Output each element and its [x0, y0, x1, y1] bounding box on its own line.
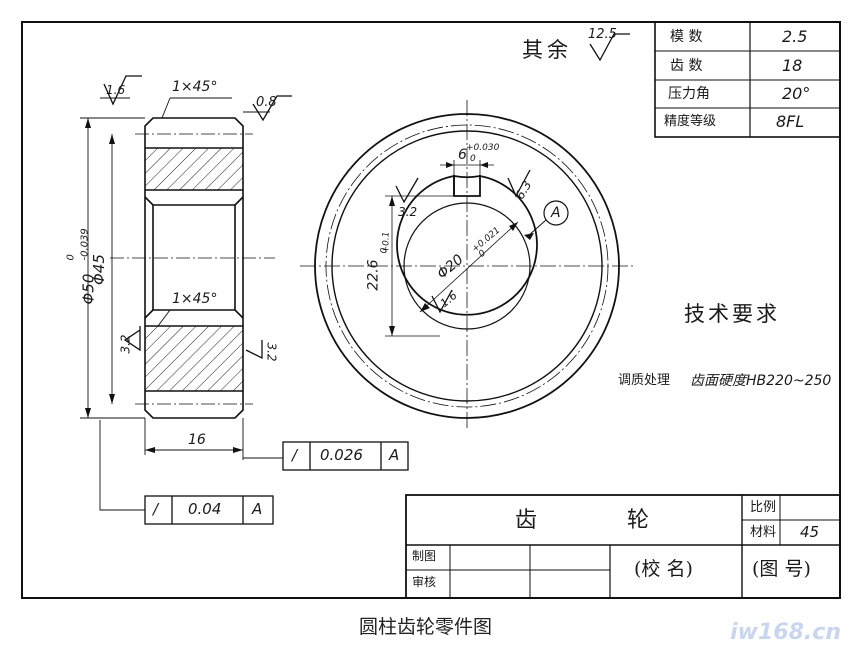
runout-frame-2-lines — [144, 495, 274, 525]
param-value-module: 2.5 — [782, 27, 808, 46]
keyway-tol-lower: 0 — [470, 154, 476, 164]
roughness-right-bottom: 3.2 — [264, 342, 279, 362]
param-label-accuracy: 精度等级 — [664, 114, 717, 129]
key-depth: 22.6 — [365, 259, 382, 291]
runout1-datum: A — [389, 446, 400, 464]
roughness-note-prefix: 其余 — [522, 38, 572, 62]
runout2-value: 0.04 — [188, 500, 222, 518]
part-name-char1: 齿 — [515, 508, 538, 533]
material-label: 材料 — [750, 525, 777, 540]
part-name-char2: 轮 — [627, 508, 650, 533]
key-depth-tol-lower: 0 — [379, 247, 390, 254]
roughness-symbols-section — [103, 75, 292, 360]
roughness-right-top: 0.8 — [256, 95, 277, 110]
school-name: (校 名) — [634, 558, 693, 580]
tech-req-title: 技术要求 — [684, 302, 780, 326]
outer-diameter-tol-upper: 0 — [65, 254, 77, 261]
front-arrows — [389, 162, 534, 336]
chamfer-top-label: 1×45° — [172, 79, 218, 95]
checked-by-label: 审核 — [412, 575, 437, 589]
param-value-pressure-angle: 20° — [782, 84, 811, 103]
figure-caption: 圆柱齿轮零件图 — [358, 616, 492, 638]
param-value-teeth: 18 — [782, 56, 803, 75]
roughness-left-top: 1.6 — [106, 83, 126, 97]
param-label-teeth: 齿 数 — [670, 58, 703, 74]
gear-front-view — [300, 100, 635, 430]
roughness-symbols-front — [395, 33, 630, 314]
inner-diameter-value: Φ45 — [89, 254, 108, 285]
tech-req-line1: 调质处理 — [618, 373, 671, 388]
runout1-value: 0.026 — [320, 446, 363, 464]
datum-a-label: A — [551, 205, 561, 221]
keyway-width: 6 — [458, 147, 467, 163]
roughness-left-bottom: 3.2 — [118, 334, 133, 354]
keyway-tol-upper: +0.030 — [466, 143, 500, 153]
runout-frame-1-lines — [282, 441, 409, 471]
roughness-note-value: 12.5 — [588, 27, 617, 42]
param-label-module: 模 数 — [670, 29, 703, 45]
title-block-lines — [405, 494, 841, 599]
tech-req-line2: 齿面硬度HB220~250 — [690, 373, 832, 389]
keyway-side-roughness: 3.2 — [398, 205, 418, 219]
param-value-accuracy: 8FL — [776, 112, 805, 131]
watermark: iw168.cn — [730, 620, 841, 645]
chamfer-bottom-label: 1×45° — [172, 291, 218, 307]
dimension-arrows — [85, 118, 243, 453]
drawn-by-label: 制图 — [412, 549, 437, 563]
width-dimension: 16 — [188, 432, 206, 448]
runout2-symbol: / — [153, 500, 159, 518]
param-label-pressure-angle: 压力角 — [668, 86, 710, 102]
material-value: 45 — [800, 523, 820, 541]
runout1-symbol: / — [292, 446, 298, 464]
drawing-number: (图 号) — [752, 558, 811, 580]
gear-section-view — [110, 117, 275, 419]
scale-label: 比例 — [750, 500, 777, 515]
parameter-table-lines — [654, 21, 841, 138]
runout2-datum: A — [252, 500, 263, 518]
section-dimensions — [80, 97, 283, 511]
